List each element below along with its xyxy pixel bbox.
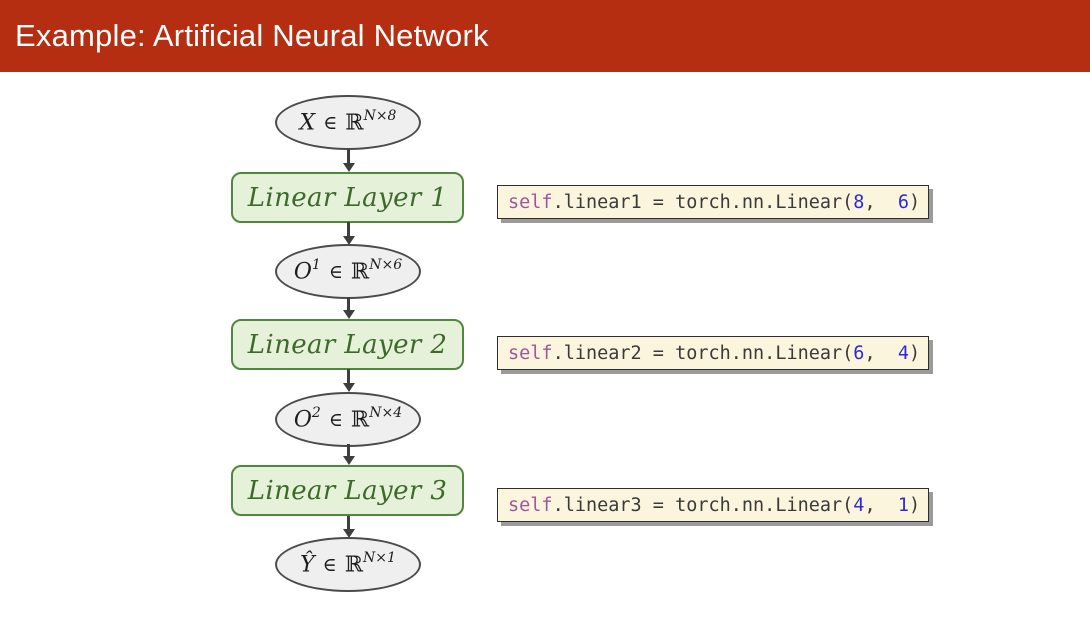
code-number-in-features: 4 bbox=[853, 494, 865, 516]
code-number-in-features: 6 bbox=[853, 342, 865, 364]
arrow-shaft bbox=[347, 297, 350, 312]
code-line-linear3: self.linear3 = torch.nn.Linear(4, 1) bbox=[508, 495, 920, 516]
layer-3-label: Linear Layer 3 bbox=[247, 475, 448, 506]
flow-arrow-down-icon bbox=[342, 444, 355, 465]
element-of-symbol: ∈ bbox=[328, 260, 343, 283]
layer-node-3: Linear Layer 3 bbox=[231, 465, 464, 516]
arrow-head bbox=[342, 236, 355, 245]
code-keyword-self: self bbox=[508, 191, 553, 213]
code-box-linear3: self.linear3 = torch.nn.Linear(4, 1) bbox=[497, 488, 929, 522]
flow-arrow-down-icon bbox=[342, 297, 355, 319]
code-number-in-features: 8 bbox=[853, 191, 865, 213]
code-number-out-features: 6 bbox=[897, 191, 909, 213]
dimension-superscript: N×6 bbox=[369, 257, 403, 274]
code-box-linear1: self.linear1 = torch.nn.Linear(8, 6) bbox=[497, 185, 929, 219]
code-close-paren: ) bbox=[909, 342, 921, 364]
real-set-symbol: ℝ bbox=[345, 110, 364, 136]
code-line-linear2: self.linear2 = torch.nn.Linear(6, 4) bbox=[508, 343, 920, 364]
dimension-superscript: N×4 bbox=[369, 405, 403, 422]
data-node-output-2: O2 ∈ ℝN×4 bbox=[275, 392, 421, 447]
code-number-out-features: 4 bbox=[897, 342, 909, 364]
code-keyword-self: self bbox=[508, 494, 553, 516]
code-separator: , bbox=[864, 494, 898, 516]
flow-arrow-down-icon bbox=[342, 516, 355, 538]
element-of-symbol: ∈ bbox=[322, 553, 337, 576]
code-text: .linear2 = torch.nn.Linear( bbox=[552, 342, 854, 364]
slide-title: Example: Artificial Neural Network bbox=[15, 18, 489, 53]
code-close-paren: ) bbox=[909, 191, 921, 213]
layer-2-label: Linear Layer 2 bbox=[247, 329, 448, 360]
data-node-output-1: O1 ∈ ℝN×6 bbox=[275, 244, 421, 299]
arrow-head bbox=[342, 310, 355, 319]
layer-node-2: Linear Layer 2 bbox=[231, 319, 464, 370]
arrow-shaft bbox=[347, 516, 350, 531]
code-keyword-self: self bbox=[508, 342, 553, 364]
real-set-symbol: ℝ bbox=[350, 259, 370, 285]
var-symbol: O bbox=[293, 407, 312, 433]
arrow-head bbox=[342, 456, 355, 465]
code-line-linear1: self.linear1 = torch.nn.Linear(8, 6) bbox=[508, 192, 920, 213]
code-number-out-features: 1 bbox=[897, 494, 909, 516]
var-superscript: 2 bbox=[311, 405, 321, 422]
title-banner: Example: Artificial Neural Network bbox=[0, 0, 1090, 72]
code-text: .linear3 = torch.nn.Linear( bbox=[552, 494, 854, 516]
dimension-superscript: N×1 bbox=[363, 550, 396, 567]
math-label-x: X ∈ ℝN×8 bbox=[299, 108, 397, 136]
layer-1-label: Linear Layer 1 bbox=[247, 182, 448, 213]
arrow-head bbox=[342, 163, 355, 172]
code-close-paren: ) bbox=[909, 494, 921, 516]
var-symbol: O bbox=[293, 259, 312, 285]
code-separator: , bbox=[864, 342, 898, 364]
math-label-o1: O1 ∈ ℝN×6 bbox=[293, 257, 403, 285]
element-of-symbol: ∈ bbox=[323, 111, 338, 134]
data-node-prediction-y: Ŷ ∈ ℝN×1 bbox=[275, 537, 421, 592]
arrow-shaft bbox=[347, 149, 350, 165]
arrow-shaft bbox=[347, 222, 350, 238]
code-text: .linear1 = torch.nn.Linear( bbox=[552, 191, 854, 213]
arrow-head bbox=[342, 383, 355, 392]
flow-arrow-down-icon bbox=[342, 369, 355, 392]
arrow-shaft bbox=[347, 369, 350, 385]
real-set-symbol: ℝ bbox=[344, 552, 363, 578]
arrow-shaft bbox=[347, 444, 350, 458]
real-set-symbol: ℝ bbox=[350, 407, 370, 433]
var-symbol: X bbox=[299, 110, 316, 136]
data-node-input-x: X ∈ ℝN×8 bbox=[275, 95, 421, 150]
dimension-superscript: N×8 bbox=[363, 108, 397, 125]
math-label-o2: O2 ∈ ℝN×4 bbox=[293, 405, 403, 433]
code-separator: , bbox=[864, 191, 898, 213]
math-label-yhat: Ŷ ∈ ℝN×1 bbox=[300, 550, 396, 578]
element-of-symbol: ∈ bbox=[328, 408, 343, 431]
arrow-head bbox=[342, 529, 355, 538]
flow-arrow-down-icon bbox=[342, 149, 355, 172]
var-symbol: Ŷ bbox=[300, 552, 315, 578]
code-box-linear2: self.linear2 = torch.nn.Linear(6, 4) bbox=[497, 336, 929, 370]
flow-arrow-down-icon bbox=[342, 222, 355, 245]
var-superscript: 1 bbox=[311, 257, 321, 274]
layer-node-1: Linear Layer 1 bbox=[231, 172, 464, 223]
